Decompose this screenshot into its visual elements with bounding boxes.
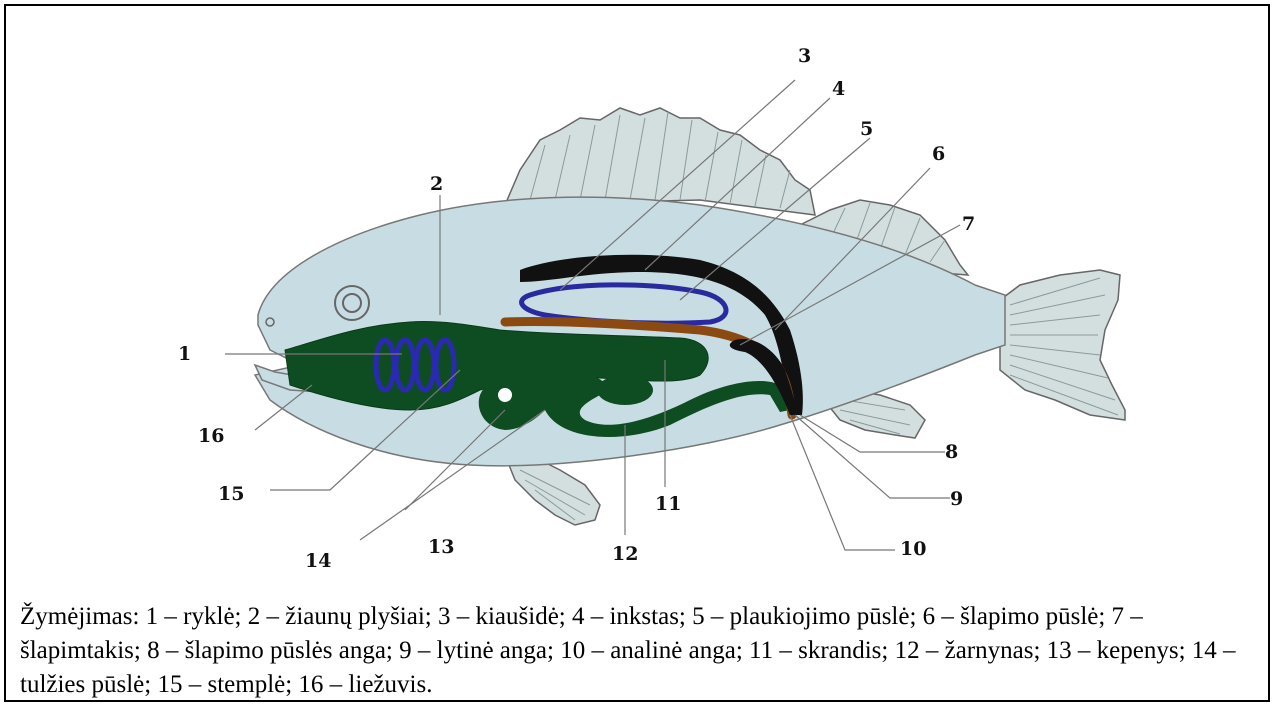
figure-caption: Žymėjimas: 1 – ryklė; 2 – žiaunų plyšiai… xyxy=(20,600,1260,702)
fish-anatomy-diagram: 1 2 3 4 5 6 7 8 9 10 11 12 13 14 15 16 xyxy=(0,0,1276,600)
label-15: 15 xyxy=(218,483,244,505)
label-5: 5 xyxy=(860,118,873,140)
label-8: 8 xyxy=(945,441,958,463)
label-3: 3 xyxy=(798,45,811,67)
label-4: 4 xyxy=(832,78,845,100)
caption-text: Žymėjimas: 1 – ryklė; 2 – žiaunų plyšiai… xyxy=(20,603,1236,698)
label-9: 9 xyxy=(950,488,963,510)
label-12: 12 xyxy=(612,543,638,565)
label-16: 16 xyxy=(198,425,224,447)
label-2: 2 xyxy=(430,173,443,195)
intestine-loop xyxy=(597,375,653,405)
gall-bladder xyxy=(498,388,512,402)
label-11: 11 xyxy=(655,493,681,515)
label-10: 10 xyxy=(900,538,926,560)
label-14: 14 xyxy=(305,550,331,572)
label-7: 7 xyxy=(962,213,975,235)
label-1: 1 xyxy=(178,343,191,365)
label-6: 6 xyxy=(932,143,945,165)
label-13: 13 xyxy=(428,536,454,558)
